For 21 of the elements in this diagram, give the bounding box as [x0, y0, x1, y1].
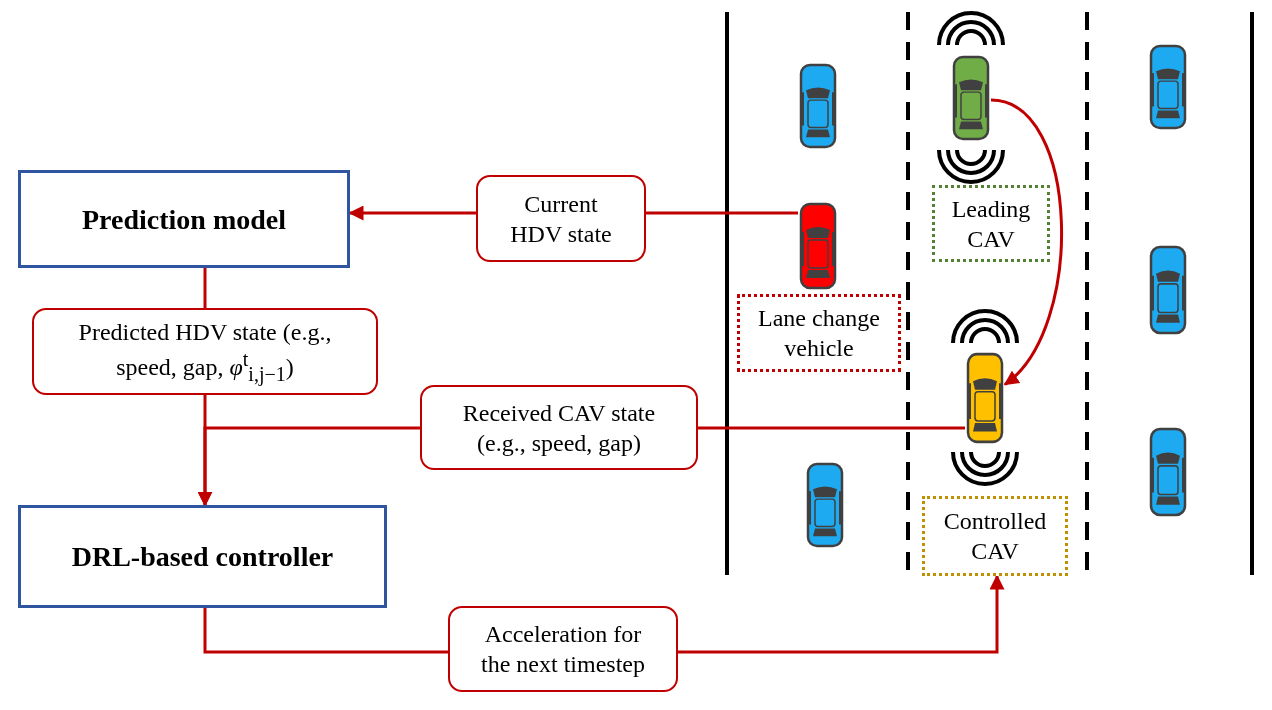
- process-box: Prediction model: [18, 170, 350, 268]
- car-drawing: [798, 202, 838, 290]
- car-drawing: [1148, 245, 1188, 335]
- arrow: [197, 426, 420, 507]
- label-box: Current HDV state: [476, 175, 646, 262]
- arrow: [678, 574, 1005, 654]
- car-drawing: [951, 55, 991, 141]
- car-drawing: [798, 63, 838, 149]
- arrow: [990, 98, 1063, 386]
- car-drawing: [1148, 44, 1188, 130]
- arrow: [348, 205, 476, 221]
- car-drawing: [805, 462, 845, 548]
- label-box: Acceleration for the next timestep: [448, 606, 678, 692]
- car-drawing: [1148, 427, 1188, 517]
- process-box: DRL-based controller: [18, 505, 387, 608]
- label-box: Predicted HDV state (e.g., speed, gap, φ$^{t}$$_{i,j−1}$): [32, 308, 378, 395]
- caption-box: Controlled CAV: [922, 496, 1068, 576]
- caption-box: Lane change vehicle: [737, 294, 901, 372]
- label-box: Received CAV state (e.g., speed, gap): [420, 385, 698, 470]
- caption-box: Leading CAV: [932, 185, 1050, 262]
- car-drawing: [965, 352, 1005, 444]
